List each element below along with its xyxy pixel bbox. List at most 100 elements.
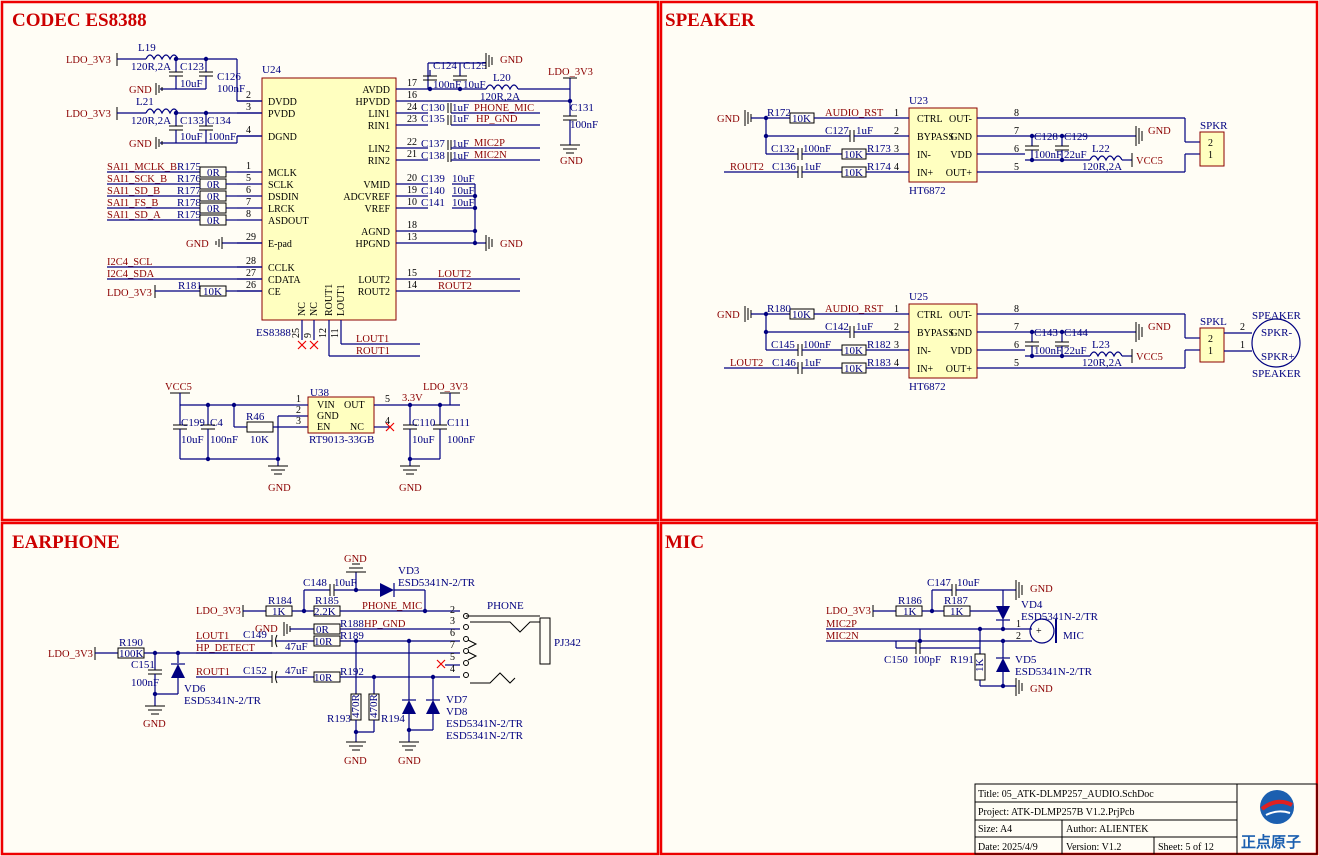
jack-contact-7 — [463, 648, 469, 654]
codec-bottom-pin-num-25: 25 — [291, 328, 302, 338]
gnd-ear-1: GND — [143, 719, 166, 730]
amp1-conn-pin1: 1 — [1208, 346, 1213, 357]
title-block-title: Title: 05_ATK-DLMP257_AUDIO.SchDoc — [978, 789, 1154, 800]
amp1-pin-name-7: GND — [950, 328, 972, 339]
codec-pin-num-10: 10 — [407, 197, 417, 208]
r188-value: 0R — [316, 624, 330, 636]
ldo-ear-1: LDO_3V3 — [48, 649, 93, 660]
ldo-out-label: LDO_3V3 — [423, 382, 468, 393]
r191-ref: R191 — [950, 654, 974, 666]
company-logo: 正点原子 — [1241, 790, 1301, 851]
u38-pin-en: EN — [317, 422, 330, 433]
phone-label: PHONE — [487, 600, 524, 612]
c111-value: 100nF — [447, 434, 475, 446]
gnd-label-1: GND — [129, 85, 152, 96]
c126-value: 100nF — [217, 83, 245, 95]
speaker-amp-1: U25HT68721CTRL8OUT-2BYPASS7GND3IN-6VDD4I… — [717, 291, 1227, 393]
amp1-pin-num-2: 2 — [894, 322, 899, 333]
codec-pin-name-15: LOUT2 — [358, 275, 390, 286]
codec-pin-num-27: 27 — [246, 268, 256, 279]
amp0-conn-pin2: 2 — [1208, 138, 1213, 149]
r192-ref: R192 — [340, 666, 364, 678]
vd4-part: ESD5341N-2/TR — [1021, 611, 1099, 623]
amp1-r2-ref: R183 — [867, 357, 891, 369]
c152-value: 47uF — [285, 665, 308, 677]
amp-part-1: HT6872 — [909, 381, 946, 393]
c147-ref: C147 — [927, 577, 951, 589]
amp1-pin-num-1: 1 — [894, 304, 899, 315]
l21-ref: L21 — [136, 96, 154, 108]
speaker-amps: U23HT68721CTRL8OUT-2BYPASS7GND3IN-6VDD4I… — [717, 95, 1228, 393]
lout1-ear-net: LOUT1 — [196, 631, 229, 642]
codec-pin-name-14: ROUT2 — [358, 287, 390, 298]
c137-value: 1uF — [452, 138, 469, 150]
rout2-net: ROUT2 — [438, 281, 472, 292]
amp1-pin-name-6: VDD — [950, 346, 972, 357]
u38-num-5: 5 — [385, 394, 390, 405]
codec-ref: U24 — [262, 64, 281, 76]
codec-pin-name-1: MCLK — [268, 168, 298, 179]
amp0-pin-num-6: 6 — [1014, 144, 1019, 155]
amp0-cb2-val: 1uF — [804, 161, 821, 173]
amp-ref-1: U25 — [909, 291, 928, 303]
c134-value: 100nF — [208, 131, 236, 143]
rout1-net: ROUT1 — [356, 346, 390, 357]
amp0-l-ref: L22 — [1092, 143, 1110, 155]
mic-pin-2: 2 — [1016, 631, 1021, 642]
speaker-amp-0: U23HT68721CTRL8OUT-2BYPASS7GND3IN-6VDD4I… — [717, 95, 1228, 197]
c133-value: 10uF — [180, 131, 203, 143]
r193-value: 470R — [350, 694, 362, 719]
codec-pin-num-18: 18 — [407, 220, 417, 231]
amp0-cv2-val: 22uF — [1064, 149, 1087, 161]
i2c-scl-net: I2C4_SCL — [107, 257, 153, 268]
amp1-l-ref: L23 — [1092, 339, 1110, 351]
amp1-pin-num-6: 6 — [1014, 340, 1019, 351]
r189-ref: R189 — [340, 630, 364, 642]
amp0-vcc5: VCC5 — [1136, 156, 1163, 167]
amp1-ca-val: 100nF — [803, 339, 831, 351]
l20-value: 120R,2A — [480, 91, 520, 103]
jack-pin-7: 7 — [450, 640, 455, 651]
c137-ref: C137 — [421, 138, 445, 150]
amp1-cb2-ref: C146 — [772, 357, 796, 369]
jack-pin-6: 6 — [450, 628, 455, 639]
amp1-pin-name-3: IN- — [917, 346, 931, 357]
speaker-pin-1: 1 — [1240, 340, 1245, 351]
amp1-pin-num-4: 4 — [894, 358, 899, 369]
codec-bottom-pin-name-11: LOUT1 — [336, 284, 347, 316]
amp0-cb-ref: C127 — [825, 125, 849, 137]
mic-frame — [659, 521, 1319, 856]
codec-pin-name-5: SCLK — [268, 180, 294, 191]
r186-ref: R186 — [898, 595, 922, 607]
codec-bottom-pin-num-11: 11 — [330, 328, 341, 338]
codec-bottom-pin-name-25: NC — [297, 302, 308, 316]
c147-value: 10uF — [957, 577, 980, 589]
c138-value: 1uF — [452, 150, 469, 162]
amp1-rin-ref: R180 — [767, 303, 791, 315]
codec-pin-num-6: 6 — [246, 185, 251, 196]
gnd-label-4: GND — [560, 156, 583, 167]
codec-pin-name-10: VREF — [364, 204, 390, 215]
c111-ref: C111 — [447, 417, 470, 429]
c110-value: 10uF — [412, 434, 435, 446]
amp1-vcc5: VCC5 — [1136, 352, 1163, 363]
codec-pin-name-26: CE — [268, 287, 281, 298]
c125-ref: C125 — [463, 60, 487, 72]
codec-pin-num-23: 23 — [407, 114, 417, 125]
codec-pin-name-19: ADCVREF — [343, 192, 390, 203]
gnd-ear-4: GND — [344, 756, 367, 767]
codec-pin-name-27: CDATA — [268, 275, 301, 286]
u38-pin-gnd: GND — [317, 411, 339, 422]
company-logo-text: 正点原子 — [1241, 834, 1301, 851]
title-block-version: Version: V1.2 — [1066, 842, 1121, 853]
codec-pin-num-5: 5 — [246, 173, 251, 184]
amp0-pin-name-2: BYPASS — [917, 132, 954, 143]
amp0-pin-name-3: IN- — [917, 150, 931, 161]
sai-res-ref-2: R177 — [177, 185, 201, 197]
amp1-pin-name-8: OUT- — [949, 310, 972, 321]
gnd-ear-5: GND — [398, 756, 421, 767]
mic-plus-sign: + — [1036, 626, 1042, 637]
gnd-label-3: GND — [500, 55, 523, 66]
gnd-label-2: GND — [129, 139, 152, 150]
